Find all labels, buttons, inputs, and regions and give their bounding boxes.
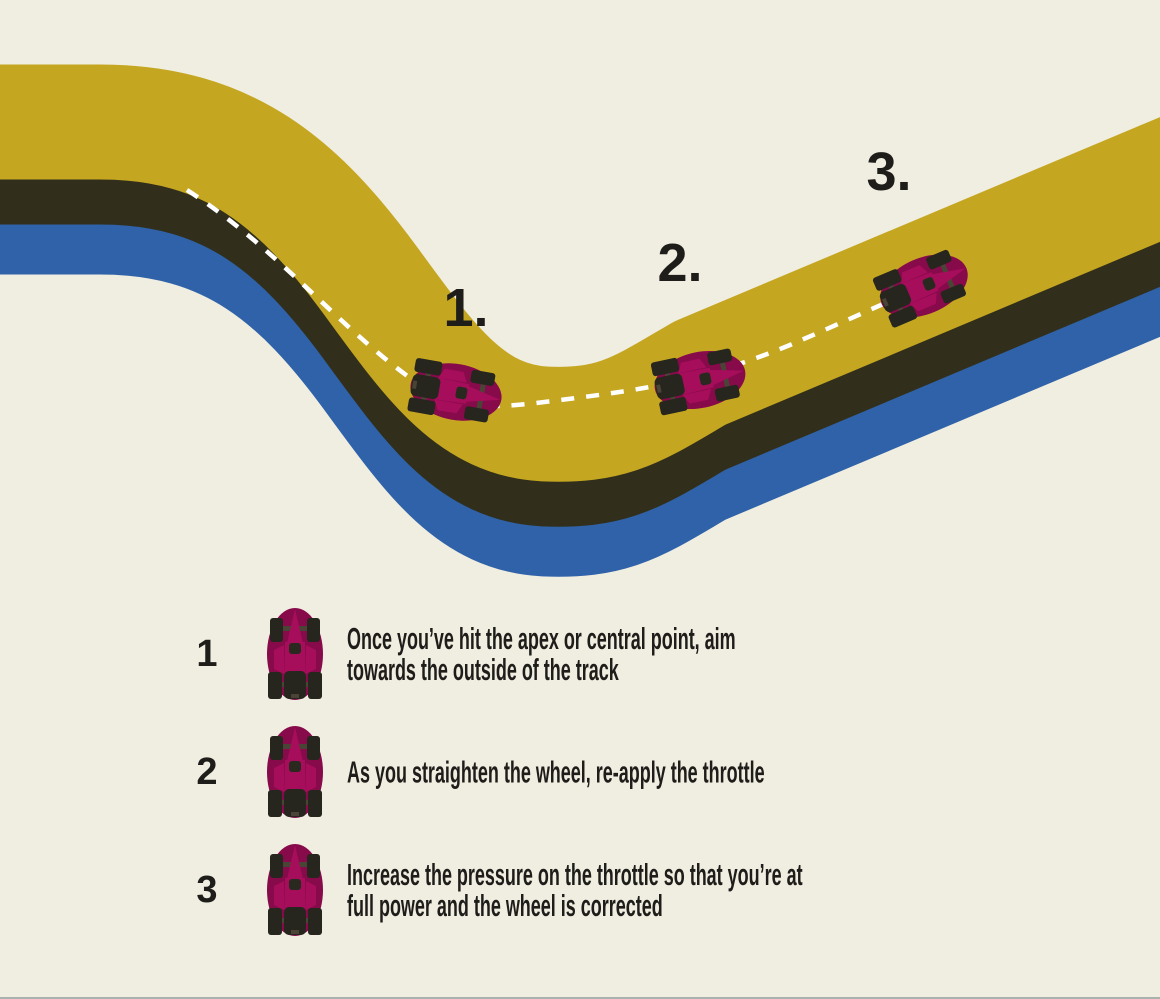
race-car-icon xyxy=(267,608,323,700)
legend-number-2: 2 xyxy=(196,751,218,793)
legend-description-3: Increase the pressure on the throttle so… xyxy=(347,857,803,923)
legend-item-1: 1 Once you’ve hit the apex or central po… xyxy=(0,606,1000,702)
legend-item-2: 2 As you straighten the wheel, re-apply … xyxy=(0,724,1000,820)
legend-item-3: 3 Increase the pressure on the throttle … xyxy=(0,842,1000,938)
track-marker-labels: 1. 2. 3. xyxy=(443,142,911,338)
track-marker-1: 1. xyxy=(443,278,488,338)
race-car-icon xyxy=(267,844,323,936)
racing-line-dashed xyxy=(185,188,941,409)
track-marker-3: 3. xyxy=(866,142,911,202)
road-surface xyxy=(0,64,1160,482)
legend-number-3: 3 xyxy=(196,869,218,911)
track-marker-2: 2. xyxy=(657,233,702,293)
legend-description-2: As you straighten the wheel, re-apply th… xyxy=(347,754,765,790)
legend-description-1: Once you’ve hit the apex or central poin… xyxy=(347,621,736,687)
race-car-icon xyxy=(267,726,323,818)
bottom-border xyxy=(0,997,1160,999)
legend-number-1: 1 xyxy=(196,633,218,675)
